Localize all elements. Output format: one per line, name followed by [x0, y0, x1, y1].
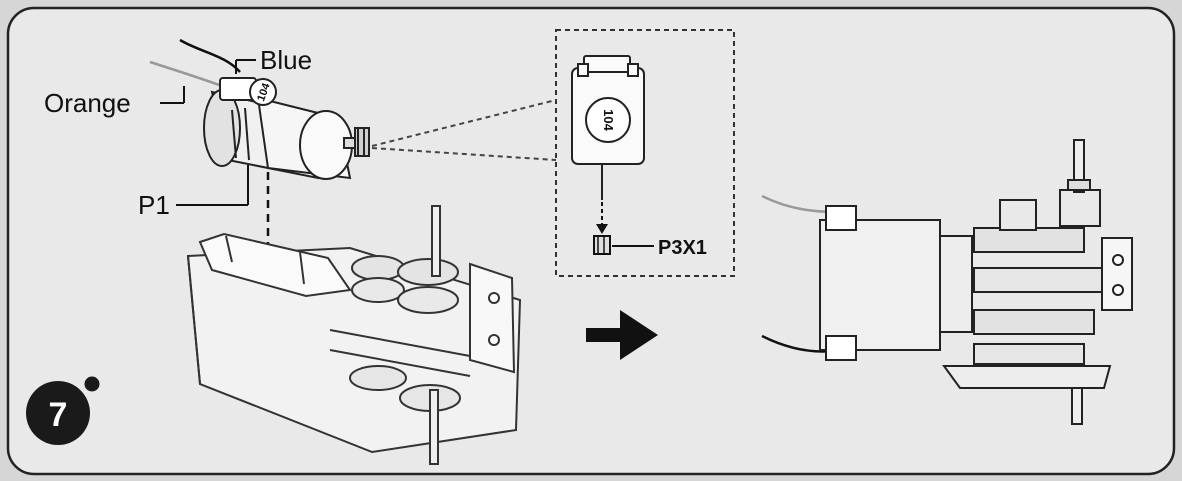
- motor-part-callout: P1: [138, 165, 249, 220]
- inset-connector-bottom: [371, 147, 557, 161]
- pinion-drop-arrowhead: [596, 224, 608, 234]
- motor-label-disc: [249, 78, 277, 106]
- gearbox-icon: [186, 205, 522, 465]
- assembled-gearbox-icon: [761, 139, 1133, 425]
- inset-motor-code: 104: [601, 109, 616, 131]
- detail-inset: [555, 29, 735, 277]
- step-badge-icon: [26, 373, 103, 445]
- pinion-gear-icon: [593, 235, 611, 255]
- step-number: 7: [49, 396, 68, 434]
- pinion-part-label: P3X1: [658, 237, 707, 259]
- blue-wire-callout: Blue: [235, 45, 312, 75]
- inset-connector-top: [371, 99, 557, 147]
- inset-label-disc: [585, 97, 631, 143]
- right-arrow-icon: [586, 310, 658, 360]
- motor-icon: [149, 38, 370, 180]
- blue-wire-label: Blue: [260, 45, 312, 75]
- orange-wire-label: Orange: [44, 88, 131, 118]
- orange-wire-callout: Orange: [44, 86, 185, 118]
- motor-part-label: P1: [138, 190, 170, 220]
- motor-drop-guide: [266, 172, 330, 270]
